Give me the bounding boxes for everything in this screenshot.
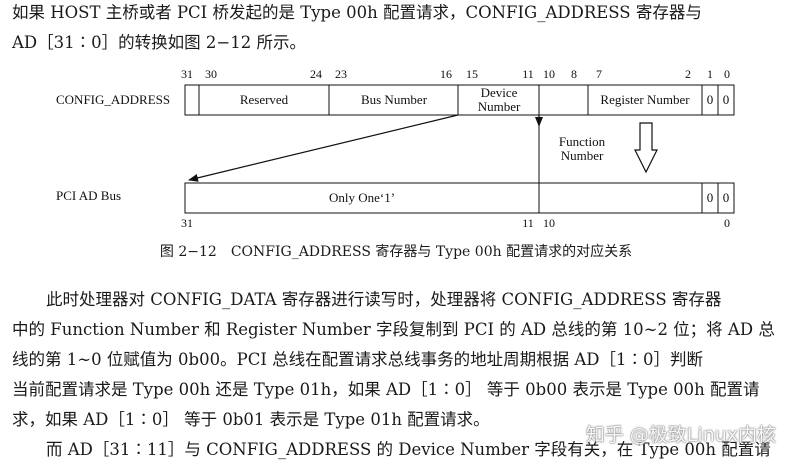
bus-bit-index-10: 10 — [543, 216, 555, 230]
bus-field-bit1-zero: 0 — [707, 190, 714, 205]
copy-down-arrow — [634, 122, 658, 174]
body-line-2: 中的 Function Number 和 Register Number 字段复… — [12, 320, 775, 339]
field-register-number: Register Number — [600, 92, 690, 107]
config-address-label: CONFIG_ADDRESS — [56, 92, 170, 107]
field-reserved: Reserved — [240, 92, 289, 107]
field-bit1-zero: 0 — [707, 92, 714, 107]
field-device-number-line2: Number — [478, 99, 521, 114]
function-number-label-line2: Number — [561, 148, 604, 163]
bus-bit-index-31: 31 — [181, 216, 193, 230]
field-device-number-line1: Device — [481, 85, 518, 100]
body-paragraph: 此时处理器对 CONFIG_DATA 寄存器进行读写时，处理器将 CONFIG_… — [12, 285, 784, 465]
field-bit0-zero: 0 — [723, 92, 730, 107]
bit-index-30: 30 — [205, 67, 217, 81]
body-line-4: 当前配置请求是 Type 00h 还是 Type 01h，如果 AD［1∶0］ … — [12, 380, 760, 399]
body-line-1: 此时处理器对 CONFIG_DATA 寄存器进行读写时，处理器将 CONFIG_… — [46, 290, 722, 309]
config-address-register — [184, 84, 735, 116]
bit-index-24: 24 — [310, 67, 322, 81]
figure-2-12-diagram: 31 30 24 23 16 15 11 10 8 7 2 1 0 CONFIG… — [56, 67, 735, 230]
intro-line-2: AD［31∶0］的转换如图 2−12 所示。 — [12, 33, 306, 52]
zhihu-watermark: 知乎 @极致Linux内核 — [585, 424, 776, 446]
body-line-6: 而 AD［31∶11］与 CONFIG_ADDRESS 的 Device Num… — [46, 440, 771, 459]
bit-index-16: 16 — [440, 67, 452, 81]
bus-field-bit0-zero: 0 — [723, 190, 730, 205]
bus-bit-index-11: 11 — [522, 216, 534, 230]
figure-caption: 图 2−12 CONFIG_ADDRESS 寄存器与 Type 00h 配置请求… — [159, 244, 633, 260]
pci-ad-bus-label: PCI AD Bus — [56, 188, 121, 203]
bus-bit-index-0: 0 — [724, 216, 730, 230]
bit-index-23: 23 — [335, 67, 347, 81]
bit-index-8: 8 — [571, 67, 577, 81]
bit-index-11: 11 — [522, 67, 534, 81]
bit-index-15: 15 — [466, 67, 478, 81]
bit-index-7: 7 — [596, 67, 602, 81]
intro-paragraph: 如果 HOST 主桥或者 PCI 桥发起的是 Type 00h 配置请求，CON… — [12, 0, 784, 58]
pci-ad-bus-register — [184, 182, 735, 214]
device-to-bus-arrow — [188, 114, 459, 182]
bit-index-1: 1 — [707, 67, 713, 81]
bit-index-31: 31 — [181, 67, 193, 81]
field-bus-number: Bus Number — [361, 92, 428, 107]
intro-line-1: 如果 HOST 主桥或者 PCI 桥发起的是 Type 00h 配置请求，CON… — [12, 3, 702, 22]
body-line-5: 求，如果 AD［1∶0］ 等于 0b01 表示是 Type 01h 配置请求。 — [12, 410, 490, 429]
bit-index-2: 2 — [685, 67, 691, 81]
bit-index-10: 10 — [543, 67, 555, 81]
bit-index-0: 0 — [724, 67, 730, 81]
body-line-3: 线的第 1∼0 位赋值为 0b00。PCI 总线在配置请求总线事务的地址周期根据… — [12, 350, 703, 369]
bus-field-only-one: Only One‘1’ — [329, 190, 395, 205]
function-number-label-line1: Function — [559, 134, 606, 149]
